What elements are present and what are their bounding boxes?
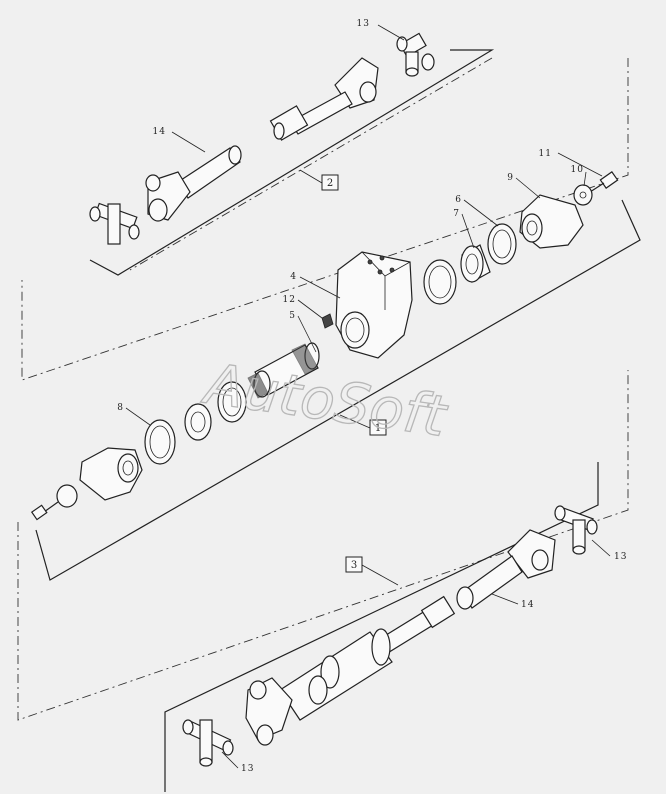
washer-lower: [56, 484, 78, 508]
callout-10: 10: [571, 165, 584, 175]
group-1-label: 1: [339, 414, 387, 436]
callout-numbers: 13 14 11 10 9 6 7 4 12 5 8 13 14 13: [117, 19, 627, 774]
callout-13-bottom: 13: [241, 764, 254, 774]
upper-drive-shaft: [89, 32, 435, 245]
splined-shaft-part-5: [247, 342, 320, 399]
callout-7: 7: [453, 209, 460, 219]
callout-12: 12: [283, 295, 296, 305]
callout-9: 9: [507, 173, 514, 183]
group-1-bracket: [35, 199, 641, 581]
callout-leaders: [125, 24, 611, 769]
group-2-label: 2: [299, 169, 339, 191]
seal-lower: [217, 381, 247, 423]
bolt-lower: [30, 501, 59, 521]
flange-yoke-lower: [79, 447, 143, 501]
callout-5: 5: [289, 311, 296, 321]
universal-joint-left: [89, 202, 140, 245]
universal-joint-top: [396, 32, 435, 77]
callout-13-top: 13: [357, 19, 370, 29]
svg-text:2: 2: [327, 178, 333, 189]
group-3-bracket: [164, 462, 599, 792]
universal-joint-right: [554, 505, 598, 555]
bearing-cup-part-8: [144, 419, 176, 465]
bearing-lower: [184, 403, 212, 441]
callout-6: 6: [455, 195, 462, 205]
bolt-part-11: [589, 171, 619, 193]
group-2-bracket: [89, 49, 495, 276]
callout-8: 8: [117, 403, 124, 413]
group-3-label: 3: [345, 556, 399, 586]
washer-part-10: [573, 184, 593, 206]
lower-drive-shaft: [182, 505, 598, 767]
bearing-housing-part-4: [335, 251, 413, 359]
universal-joint-bottom: [182, 719, 234, 767]
callout-14-bottom: 14: [521, 600, 534, 610]
grease-fitting-part-12: [321, 313, 334, 329]
callout-4: 4: [290, 272, 297, 282]
flange-yoke-part-9: [519, 194, 584, 249]
seal-part-6: [487, 223, 517, 265]
svg-text:3: 3: [351, 560, 357, 571]
watermark-text: AutoSoft: [199, 351, 452, 450]
svg-text:1: 1: [375, 423, 381, 434]
callout-13-right: 13: [614, 552, 627, 562]
callout-11: 11: [539, 149, 552, 159]
bearing-cone-part-7: [460, 244, 491, 283]
callout-14-top: 14: [153, 127, 166, 137]
